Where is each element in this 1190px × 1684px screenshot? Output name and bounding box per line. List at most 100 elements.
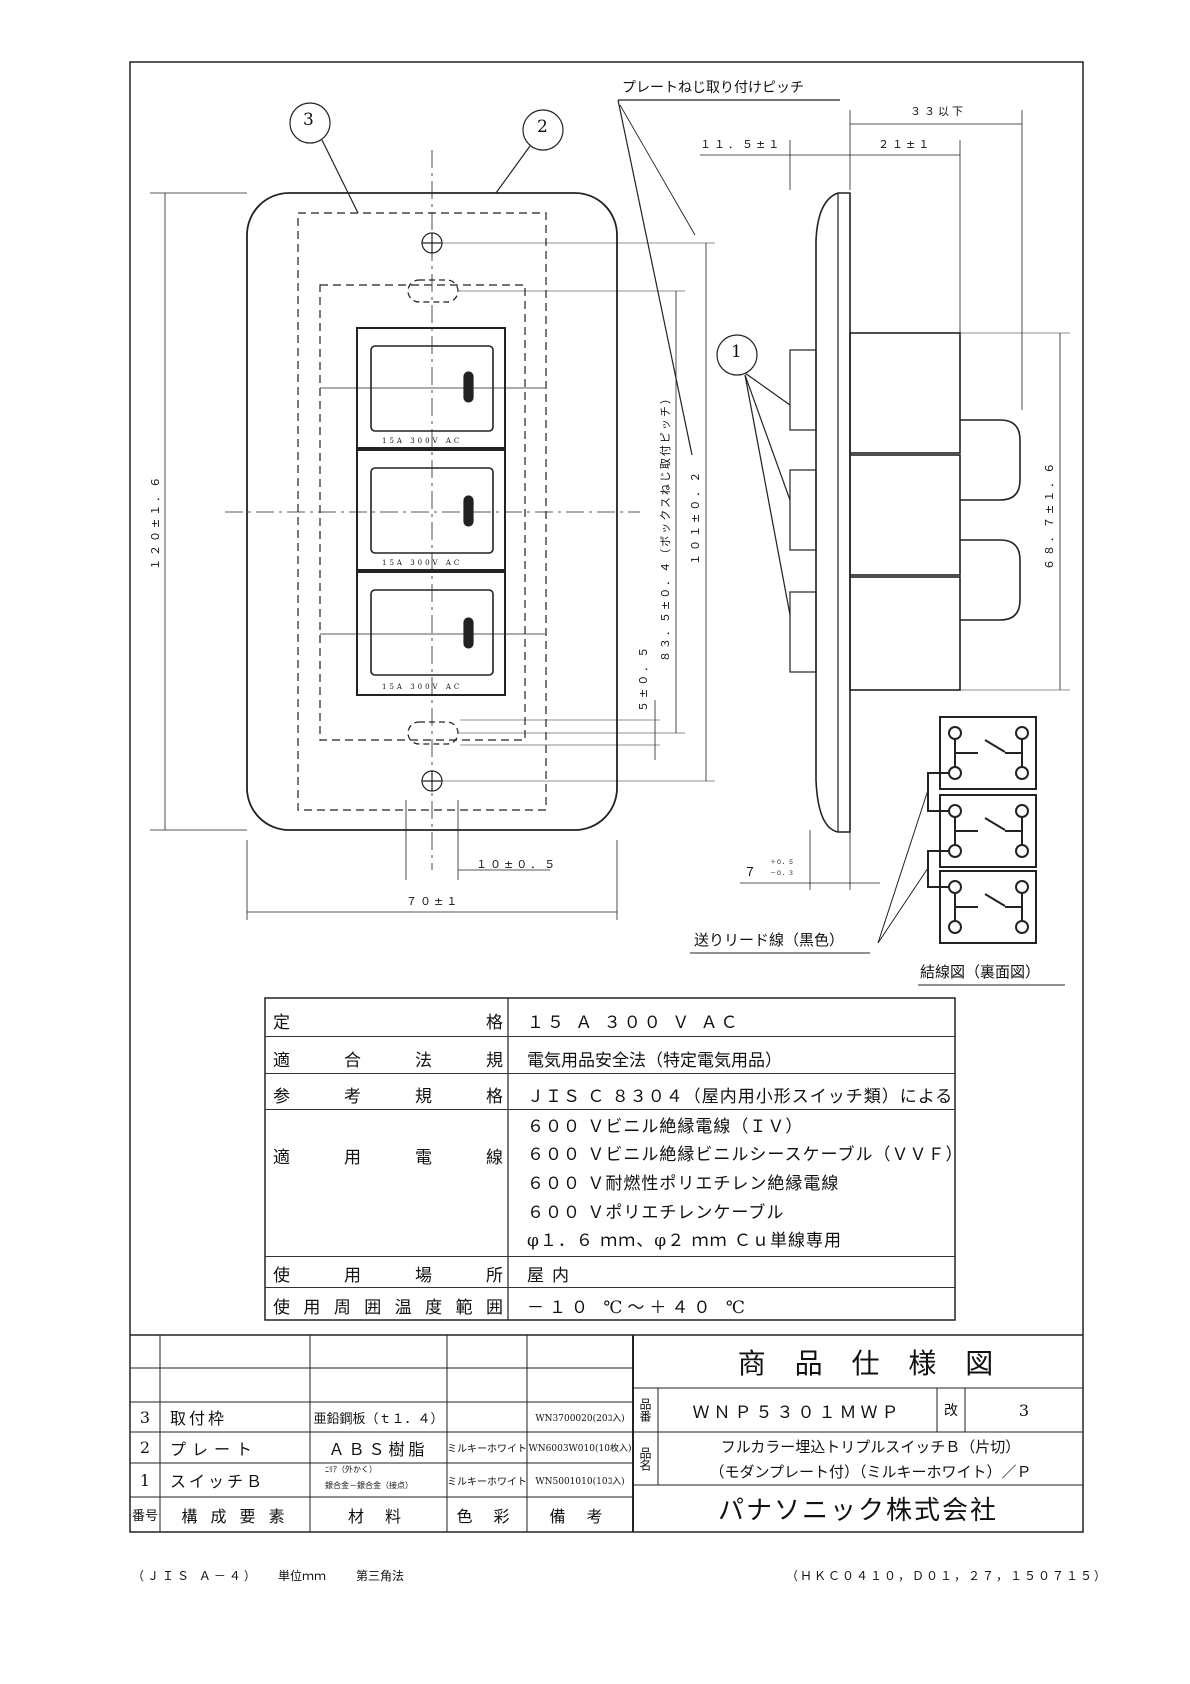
product-name-line2: （モダンプレート付）（ミルキーホワイト）／Ｐ: [709, 1462, 1032, 1481]
spec-label-char: 線: [486, 1148, 503, 1168]
spec-label-char: 温: [394, 1298, 412, 1318]
dim-width: ７０±１: [406, 895, 461, 908]
spec-label-char: 格: [486, 1087, 503, 1107]
mounting-frame-hidden: [297, 212, 547, 811]
switch-3-rating: 15A 300V AC: [382, 683, 463, 691]
spec-label-char: 参: [273, 1087, 290, 1107]
spec-label-char: 法: [415, 1051, 432, 1071]
spec-label-char: 囲: [485, 1298, 503, 1318]
spec-label-char: 合: [344, 1051, 361, 1071]
spec-row-rating: 定 格 １５ Ａ ３００ Ｖ ＡＣ: [265, 998, 955, 1037]
dim-front-depth: １１．５±１: [700, 138, 783, 151]
revision-label: 改: [944, 1403, 958, 1419]
dim-tol-plus: ＋０．５: [770, 859, 795, 866]
side-view: [700, 110, 1070, 890]
spec-label-char: 適: [273, 1051, 290, 1071]
spec-value: φ１．６ ｍｍ、φ２ ｍｍ Ｃｕ単線専用: [527, 1231, 843, 1251]
dim-tol-minus: －０．３: [770, 870, 795, 877]
spec-row-wires: 適 用 電 線 ６００ Ｖビニル絶縁電線（ＩＶ） ６００ Ｖビニル絶縁ビニルシースケー…: [265, 1109, 963, 1257]
part-note: WN3700020(20ｺ入): [535, 1413, 625, 1424]
part-material: ﾆﾘｱ（外かく）: [325, 1465, 377, 1474]
spec-value: ６００ Ｖビニル絶縁電線（ＩＶ）: [527, 1117, 804, 1137]
header-material: 材 料: [347, 1506, 410, 1526]
spec-value: ６００ Ｖ耐燃性ポリエチレン絶縁電線: [527, 1174, 840, 1194]
plate-pitch-note: プレートねじ取り付けピッチ: [622, 80, 804, 96]
revision: 3: [1018, 1400, 1030, 1420]
projection-note: 第三角法: [356, 1569, 405, 1583]
part-no-label: 品番: [638, 1398, 652, 1422]
header-note: 備 考: [549, 1506, 611, 1526]
spec-value: １５ Ａ ３００ Ｖ ＡＣ: [527, 1013, 741, 1033]
spec-label-char: 用: [344, 1266, 361, 1286]
unit-note: 単位ｍｍ: [278, 1569, 327, 1583]
spec-value: ＪＩＳ Ｃ ８３０４（屋内用小形スイッチ類）による: [527, 1087, 954, 1107]
part-color: ミルキーホワイト: [447, 1476, 527, 1488]
part-no: 1: [139, 1470, 151, 1490]
spec-label-char: 適: [273, 1148, 290, 1168]
part-note: WN6003W010(10枚入): [528, 1444, 632, 1454]
header-no: 番号: [131, 1509, 158, 1524]
part-no: 3: [139, 1407, 151, 1427]
spec-value: ６００ Ｖポリエチレンケーブル: [527, 1203, 785, 1223]
switch-2-rating: 15A 300V AC: [382, 559, 463, 567]
company-name: パナソニック株式会社: [717, 1496, 998, 1526]
spec-label-char: 周: [333, 1298, 351, 1318]
part-number: ＷＮＰ５３０１ＭＷＰ: [692, 1402, 903, 1423]
spec-label-char: 定: [273, 1013, 290, 1033]
part-note: WN5001010(10ｺ入): [535, 1476, 625, 1487]
spec-label-char: 規: [486, 1051, 503, 1071]
paper-size: （ＪＩＳ Ａ－４）: [132, 1569, 259, 1583]
header-color: 色 彩: [456, 1506, 518, 1526]
dim-side-height: ６８．７±１．６: [1043, 459, 1056, 570]
dim-height: １２０±１．６: [149, 473, 162, 570]
spec-value: ６００ Ｖビニル絶縁ビニルシースケーブル（ＶＶＦ）: [527, 1145, 964, 1165]
part-name: スイッチＢ: [170, 1472, 266, 1491]
switch-3: [320, 571, 545, 696]
dim-plate-thickness: ７: [744, 865, 757, 879]
spec-label-char: 使: [273, 1266, 290, 1286]
spec-row-law: 適 合 法 規 電気用品安全法（特定電気用品）: [265, 1036, 955, 1074]
part-material-contact: 銀合金－銀合金（接点）: [325, 1481, 413, 1490]
balloon-1: 1: [731, 342, 742, 362]
spec-label-char: 使: [273, 1298, 290, 1318]
spec-row-standard: 参 考 規 格 ＪＩＳ Ｃ ８３０４（屋内用小形スイッチ類）による: [265, 1073, 955, 1110]
switch-1: [320, 327, 545, 449]
switch-2: [356, 449, 506, 571]
header-component: 構 成 要 素: [181, 1506, 289, 1526]
part-name: 取付枠: [170, 1409, 228, 1428]
spec-label-char: 囲: [364, 1298, 382, 1318]
dim-plate-pitch: １０１±０．２: [689, 468, 702, 565]
spec-label-char: 格: [486, 1013, 503, 1033]
spec-value: 電気用品安全法（特定電気用品）: [527, 1051, 782, 1071]
drawing-title: 商 品 仕 様 図: [737, 1346, 1004, 1380]
dim-box-pitch: ８３．５±０．４（ボックスねじ取付ピッチ）: [659, 391, 672, 662]
spec-row-location: 使用場所 屋内: [265, 1256, 955, 1288]
front-view: [150, 99, 840, 920]
product-name-label: 品名: [638, 1446, 652, 1471]
balloon-3: 3: [303, 110, 314, 130]
spec-label-char: 規: [415, 1087, 432, 1107]
spec-value: －１０ ℃～＋４０ ℃: [527, 1298, 750, 1318]
dim-depth-max: ３３以下: [910, 105, 966, 118]
spec-label-char: 範: [455, 1298, 473, 1318]
spec-label-char: 度: [425, 1298, 443, 1318]
dim-small-offset: ５±０．５: [637, 643, 650, 712]
spec-label-char: 考: [344, 1087, 361, 1107]
part-color: ミルキーホワイト: [447, 1444, 527, 1455]
product-name-line1: フルカラー埋込トリプルスイッチＢ（片切）: [720, 1437, 1021, 1456]
switch-1-rating: 15A 300V AC: [382, 437, 463, 445]
dim-back-depth: ２１±１: [878, 138, 933, 151]
balloon-2: 2: [537, 117, 548, 137]
spec-label-char: 電: [415, 1148, 432, 1168]
spec-label-char: 用: [303, 1298, 321, 1318]
document-code: （ＨＫＣ０４１０，Ｄ０１，２７，１５０７１５）: [786, 1569, 1109, 1583]
spec-label-char: 用: [344, 1148, 361, 1168]
part-no: 2: [139, 1438, 151, 1457]
spec-row-temperature: 使用周囲温度範囲 －１０ ℃～＋４０ ℃: [265, 1287, 955, 1320]
part-material: 亜鉛鋼板（ｔ１．４）: [313, 1411, 444, 1427]
spec-label-char: 所: [486, 1266, 503, 1286]
part-name: プレート: [170, 1439, 259, 1459]
dim-screw-offset: １０±０．５: [476, 858, 559, 871]
part-material: ＡＢＳ樹脂: [328, 1439, 429, 1459]
